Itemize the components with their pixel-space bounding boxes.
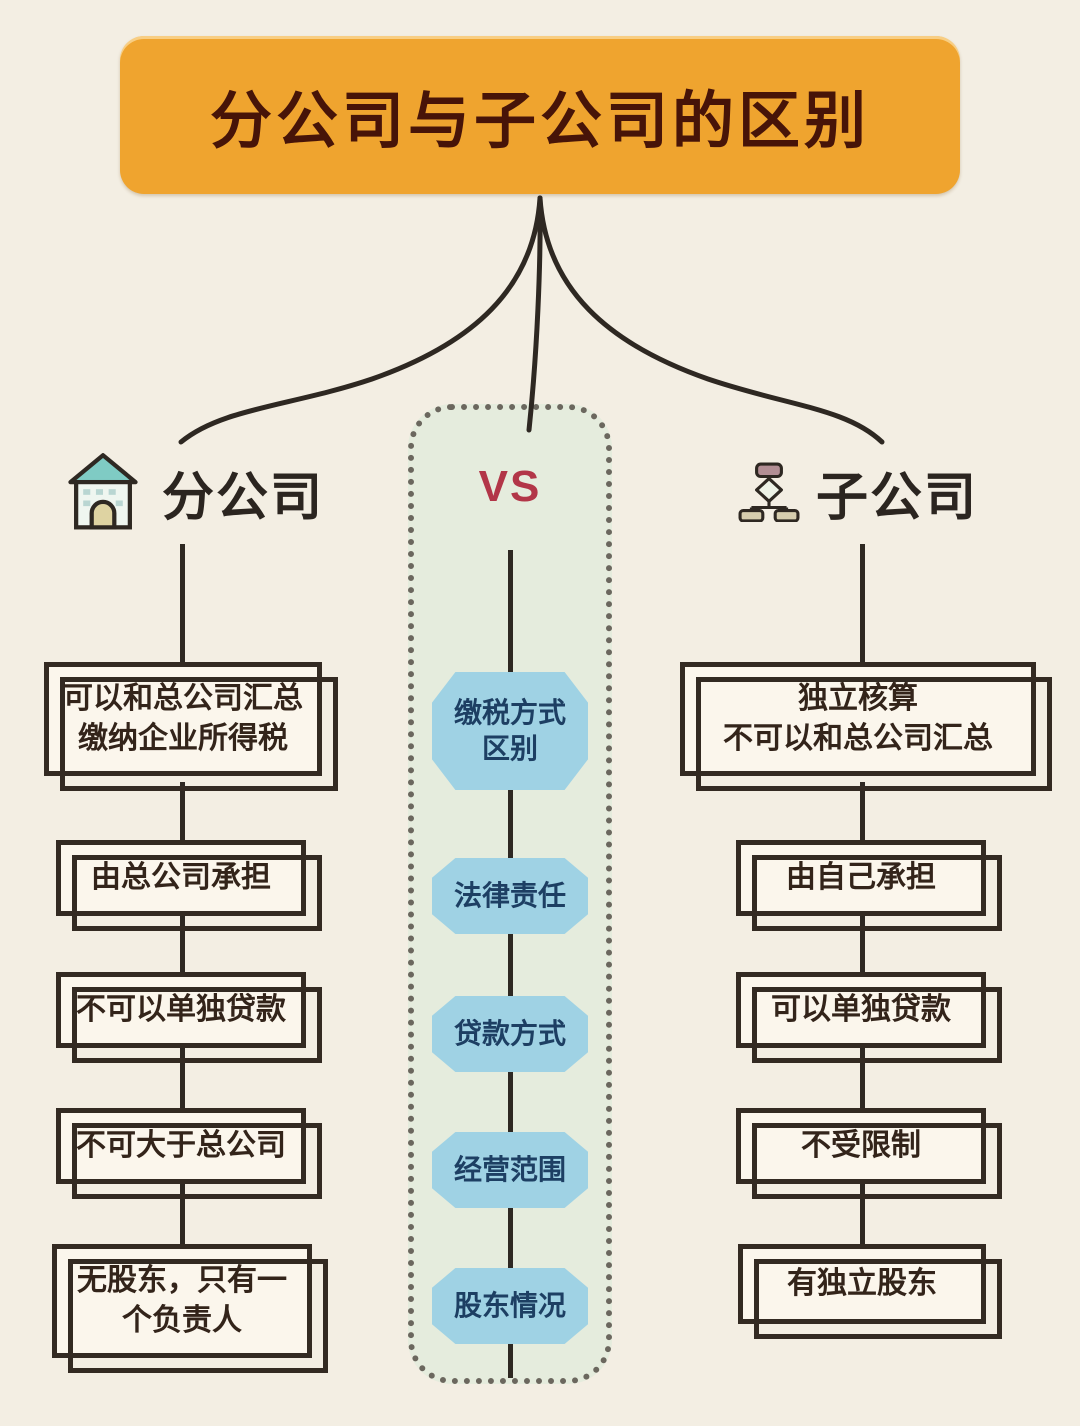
left-box-scope: 不可大于总公司 bbox=[56, 1108, 306, 1184]
house-icon bbox=[68, 453, 138, 530]
right-column-header: 子公司 bbox=[738, 450, 978, 534]
left-column-header: 分公司 bbox=[60, 450, 324, 534]
connector-line bbox=[180, 544, 185, 664]
connector-line bbox=[860, 544, 865, 664]
right-box-loan: 可以单独贷款 bbox=[736, 972, 986, 1048]
connector-line bbox=[860, 782, 865, 842]
comparison-item-scope: 经营范围 bbox=[432, 1132, 588, 1208]
left-box-loan: 不可以单独贷款 bbox=[56, 972, 306, 1048]
connector-line bbox=[180, 1044, 185, 1110]
comparison-item-loan: 贷款方式 bbox=[432, 996, 588, 1072]
connector-line bbox=[180, 782, 185, 842]
comparison-item-legal: 法律责任 bbox=[432, 858, 588, 934]
center-connector-line bbox=[507, 550, 513, 1378]
right-box-tax: 独立核算 不可以和总公司汇总 bbox=[680, 662, 1036, 776]
comparison-panel: 缴税方式 区别 法律责任 贷款方式 经营范围 股东情况 bbox=[408, 404, 612, 1384]
connector-line bbox=[860, 1044, 865, 1110]
connector-line bbox=[180, 912, 185, 974]
title-banner: 分公司与子公司的区别 bbox=[120, 36, 960, 194]
org-chart-icon bbox=[738, 462, 800, 522]
left-box-shareholder: 无股东，只有一 个负责人 bbox=[52, 1244, 312, 1358]
connector-line bbox=[180, 1180, 185, 1246]
right-box-shareholder: 有独立股东 bbox=[738, 1244, 986, 1324]
comparison-item-shareholder: 股东情况 bbox=[432, 1268, 588, 1344]
comparison-item-tax: 缴税方式 区别 bbox=[432, 672, 588, 790]
left-box-legal: 由总公司承担 bbox=[56, 840, 306, 916]
left-box-tax: 可以和总公司汇总 缴纳企业所得税 bbox=[44, 662, 322, 776]
connector-line bbox=[860, 912, 865, 974]
right-box-legal: 由自己承担 bbox=[736, 840, 986, 916]
connector-line bbox=[860, 1180, 865, 1246]
left-column-title: 分公司 bbox=[162, 468, 325, 527]
right-box-scope: 不受限制 bbox=[736, 1108, 986, 1184]
right-column-title: 子公司 bbox=[816, 468, 979, 527]
vs-label: VS bbox=[478, 462, 542, 511]
page-title: 分公司与子公司的区别 bbox=[209, 87, 870, 156]
